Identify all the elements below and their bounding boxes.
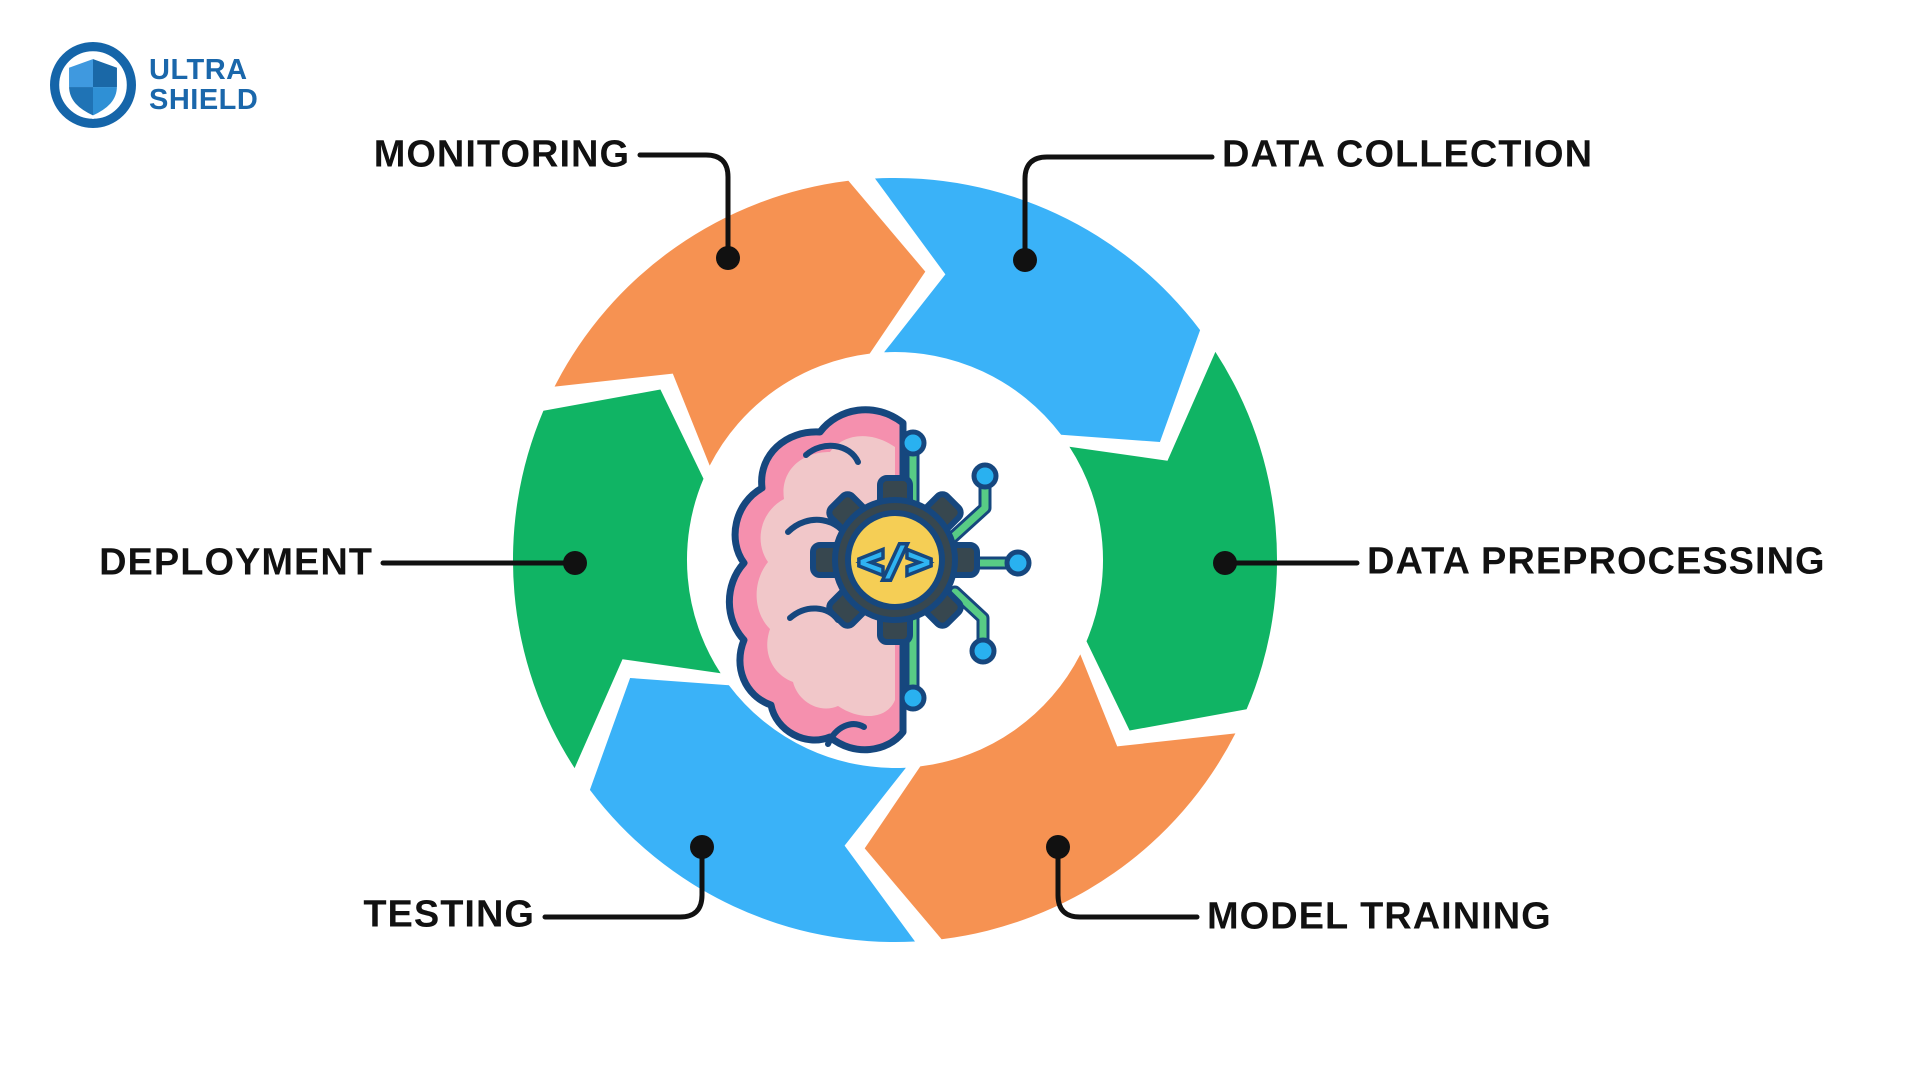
brand-name-line1: ULTRA <box>149 53 248 86</box>
cycle-segment-model-training <box>864 654 1236 940</box>
connector-line <box>1055 844 1200 920</box>
cycle-segment-data-collection <box>875 177 1201 443</box>
cycle-segment-monitoring <box>554 180 926 466</box>
shield-icon <box>50 42 136 128</box>
step-label-model-training: MODEL TRAINING <box>1207 895 1552 938</box>
step-label-deployment: DEPLOYMENT <box>99 541 373 584</box>
arrow-ring <box>512 177 1278 943</box>
gear-icon: </> <box>810 475 980 645</box>
connector-dot <box>1013 248 1037 272</box>
connector-dot <box>690 835 714 859</box>
connector-dot <box>716 246 740 270</box>
connector-dot <box>563 551 587 575</box>
label-connectors <box>380 152 1360 920</box>
circuit-node-icons <box>899 429 1032 712</box>
step-label-data-preprocessing: DATA PREPROCESSING <box>1367 540 1826 583</box>
step-label-testing: TESTING <box>363 893 535 936</box>
brand-name: ULTRA SHIELD <box>149 53 259 116</box>
step-label-monitoring: MONITORING <box>373 133 630 176</box>
cycle-segment-deployment <box>512 389 721 769</box>
cycle-segment-testing <box>589 678 915 943</box>
brain-gear-circuit-icon: </> <box>725 406 1032 754</box>
step-label-data-collection: DATA COLLECTION <box>1222 133 1594 176</box>
connector-line <box>637 152 731 261</box>
brand-logo: ULTRA SHIELD <box>50 42 258 128</box>
connector-line <box>1022 154 1215 263</box>
connector-dot <box>1213 551 1237 575</box>
connector-line <box>542 844 705 920</box>
connector-dot <box>1046 835 1070 859</box>
cycle-segment-data-preprocessing <box>1069 351 1278 731</box>
code-icon: </> <box>859 539 931 585</box>
brand-name-line2: SHIELD <box>149 84 259 116</box>
